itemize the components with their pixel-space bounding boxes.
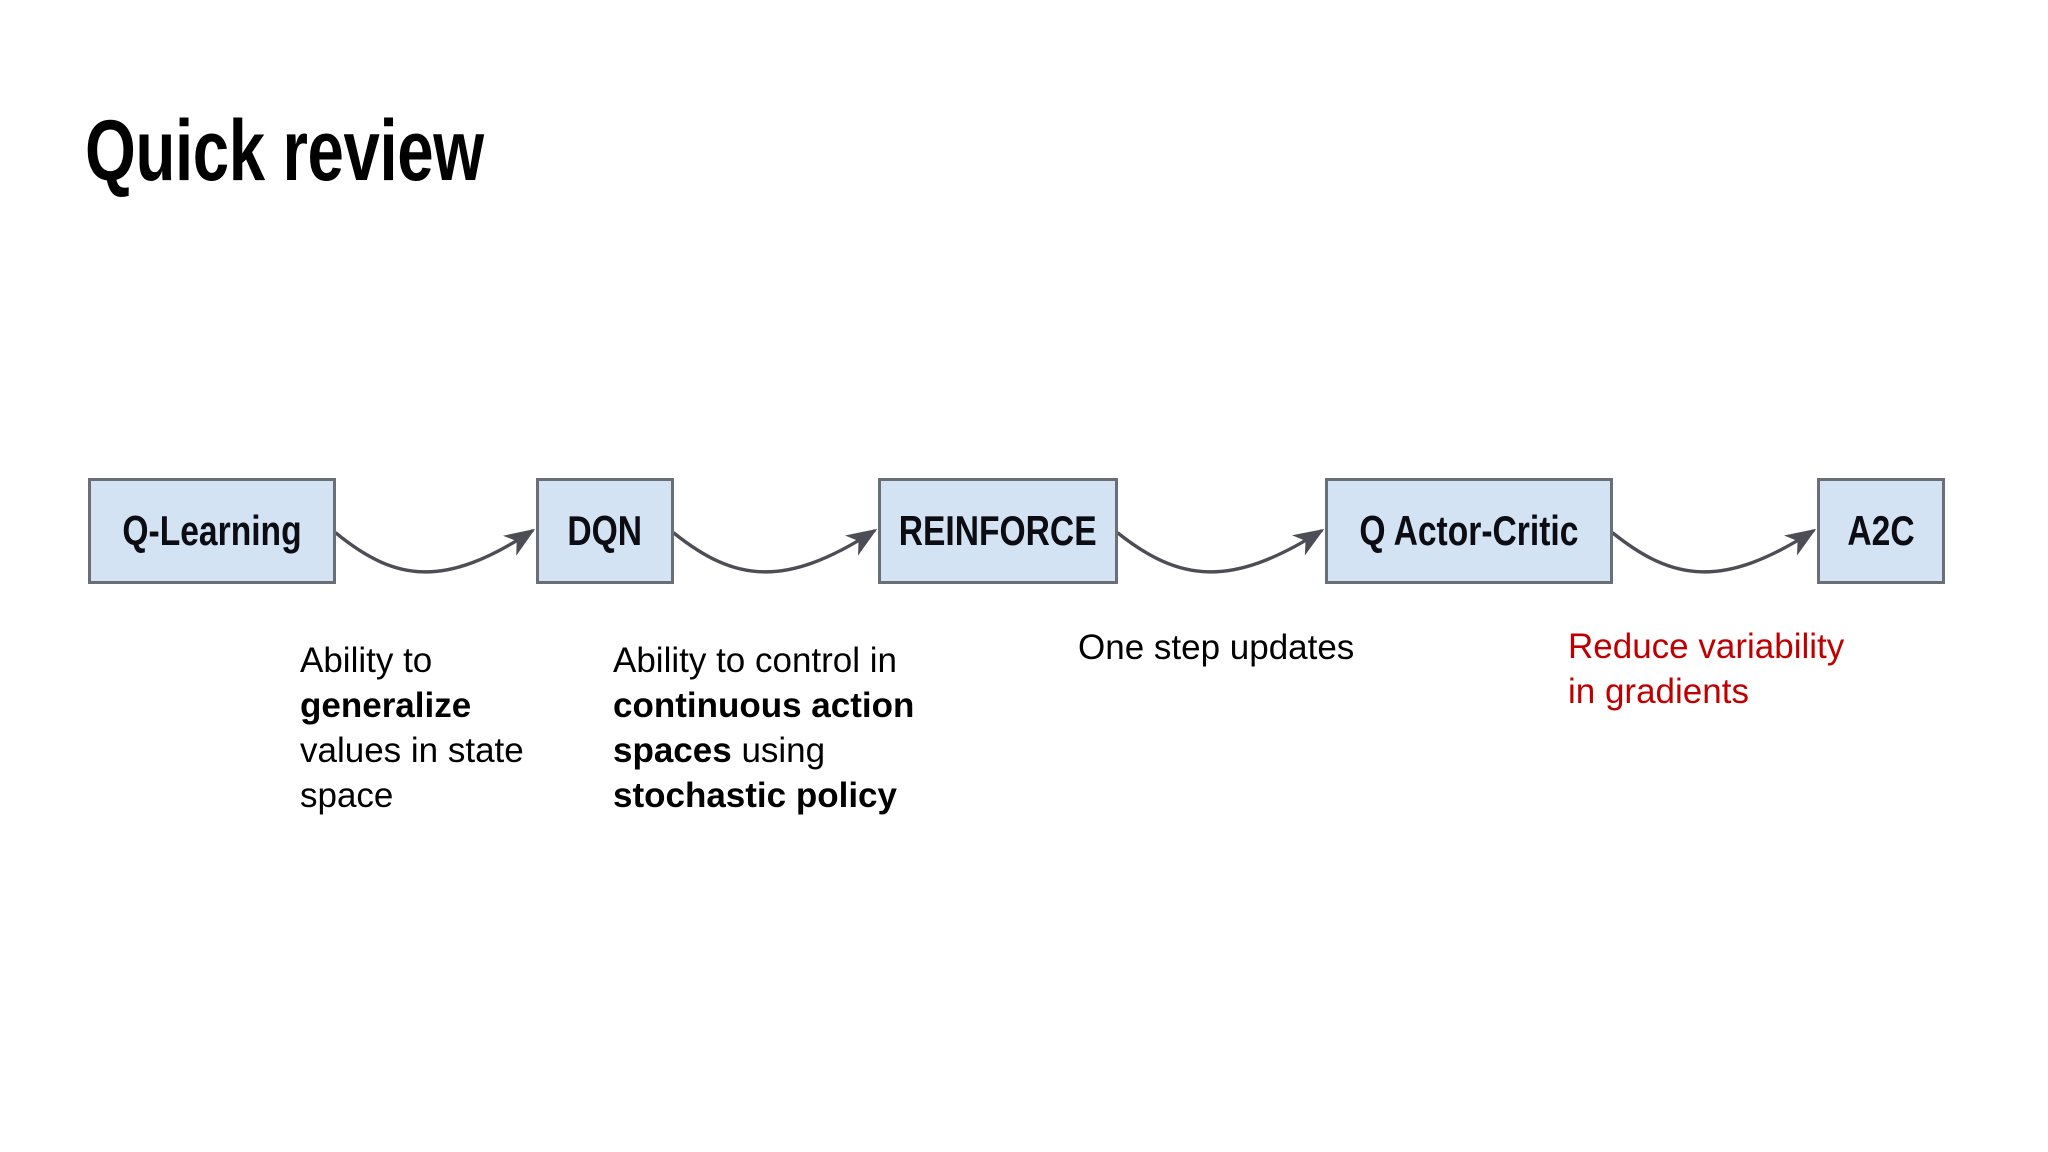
page-title: Quick review [85,103,484,199]
arrow-dqn-to-reinforce [672,528,878,574]
flow-node-label: Q Actor-Critic [1359,507,1579,554]
flow-node-label: A2C [1847,507,1915,554]
arrow-q-actor-critic-to-a2c [1611,528,1817,574]
flow-node-a2c[interactable]: A2C [1817,478,1945,584]
flow-node-dqn[interactable]: DQN [536,478,674,584]
flow-node-label: Q-Learning [122,507,302,554]
caption-continuous-action: Ability to control in continuous action … [613,641,915,815]
caption-one-step-updates: One step updates [1078,628,1355,667]
flow-node-q-learning[interactable]: Q-Learning [88,478,336,584]
flow-node-reinforce[interactable]: REINFORCE [878,478,1118,584]
caption-reduce-variability: Reduce variability in gradients [1568,627,1845,711]
arrow-q-learning-to-dqn [334,528,536,574]
flow-node-label: REINFORCE [899,507,1097,554]
arrow-reinforce-to-q-actor-critic [1116,528,1325,574]
flow-node-q-actor-critic[interactable]: Q Actor-Critic [1325,478,1613,584]
flow-node-label: DQN [567,507,643,554]
caption-generalize: Ability to generalize values in state sp… [300,641,524,815]
